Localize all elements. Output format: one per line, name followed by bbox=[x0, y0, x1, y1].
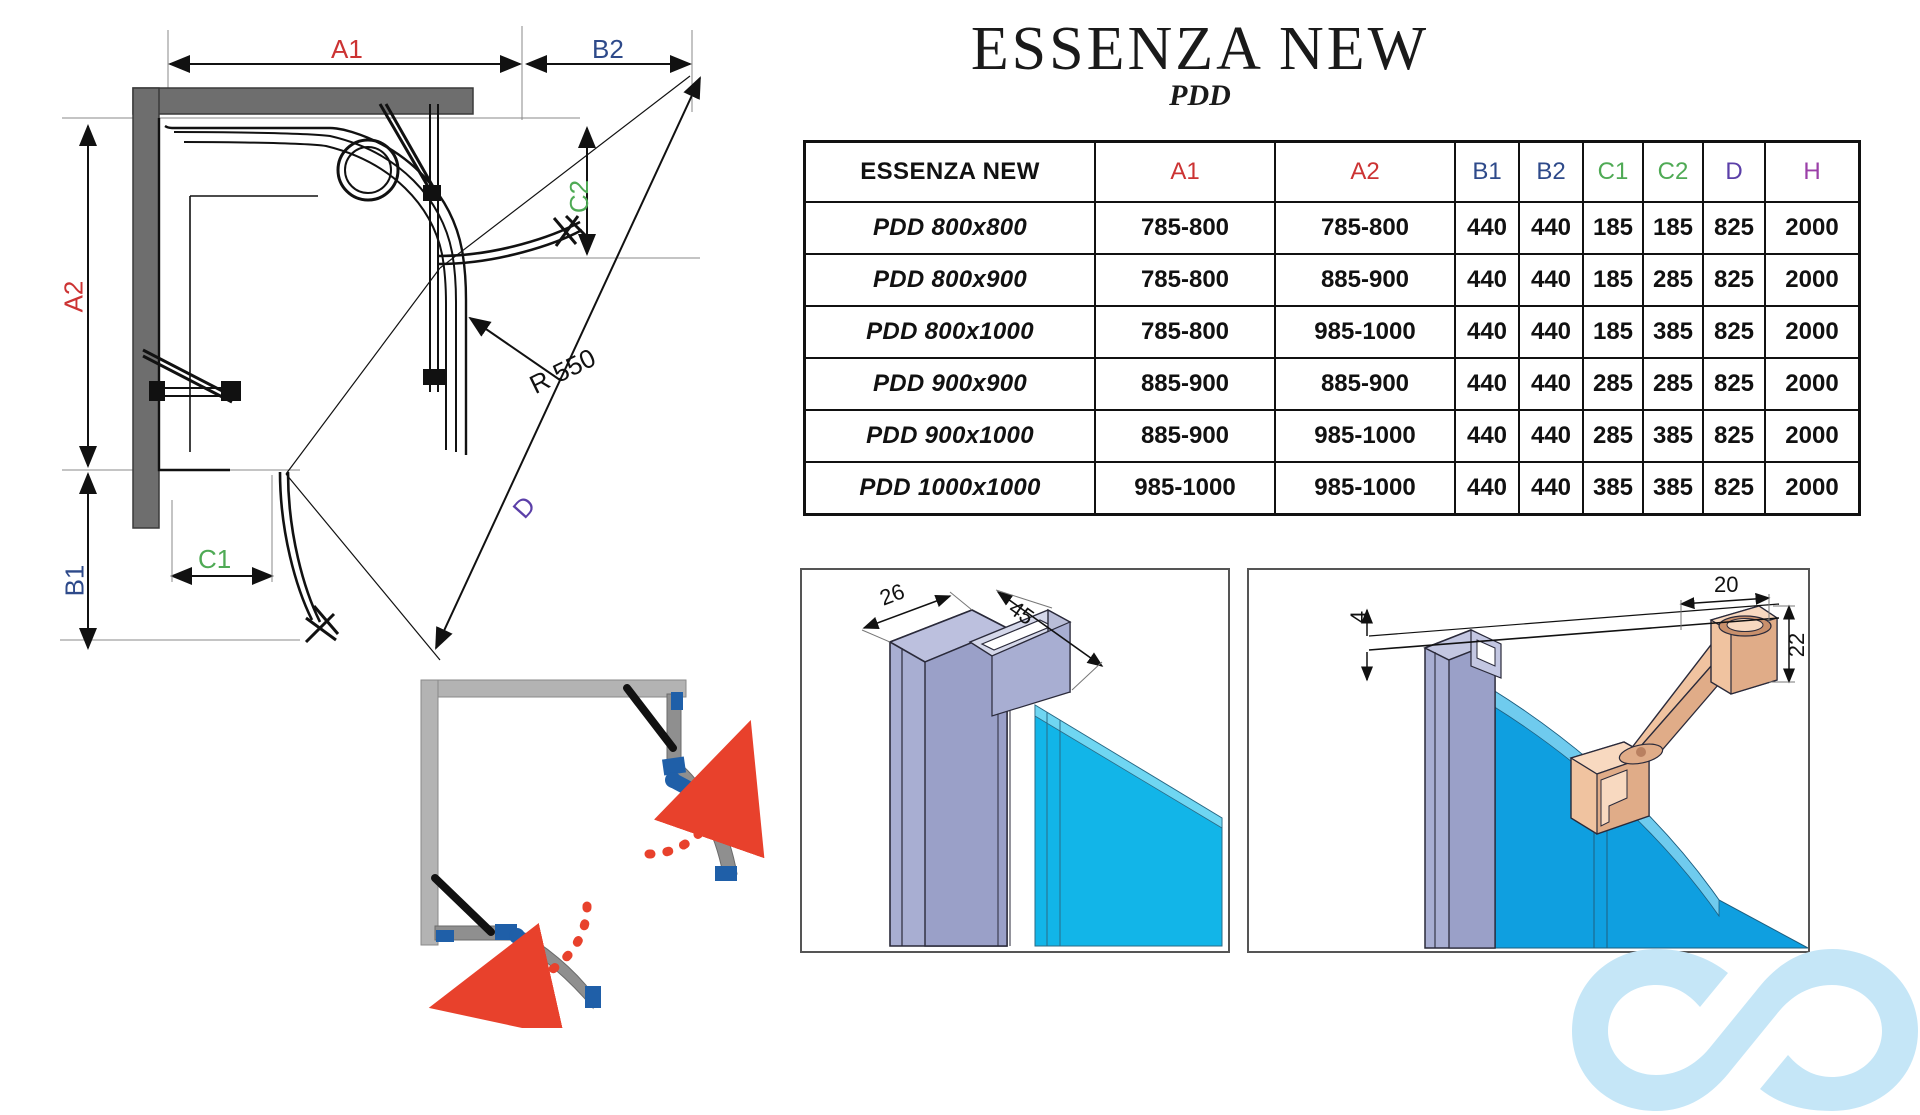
table-cell-c2: 185 bbox=[1642, 201, 1704, 255]
table-cell-c2: 285 bbox=[1642, 253, 1704, 307]
dim-label-c2: C2 bbox=[564, 179, 595, 214]
table-cell-a2: 885-900 bbox=[1274, 357, 1456, 411]
dim-label-4: 4 bbox=[1346, 610, 1372, 624]
table-cell-b1: 440 bbox=[1454, 201, 1520, 255]
detail-hinge-svg bbox=[1361, 592, 1808, 949]
table-cell-a2: 985-1000 bbox=[1274, 305, 1456, 359]
table-cell-b2: 440 bbox=[1518, 305, 1584, 359]
table-cell-b2: 440 bbox=[1518, 253, 1584, 307]
table-cell-a1: 985-1000 bbox=[1094, 461, 1276, 516]
infinity-logo-watermark bbox=[1570, 935, 1920, 1115]
table-header-model: ESSENZA NEW bbox=[803, 140, 1096, 203]
dim-label-c1: C1 bbox=[198, 544, 232, 574]
table-cell-b1: 440 bbox=[1454, 409, 1520, 463]
table-cell-b2: 440 bbox=[1518, 357, 1584, 411]
plan-drawing: A1 B2 A2 B1 C2 C1 R 550 D bbox=[0, 0, 790, 680]
drain-circle bbox=[336, 138, 400, 202]
dim-label-b2: B2 bbox=[592, 34, 624, 64]
table-cell-b1: 440 bbox=[1454, 253, 1520, 307]
table-cell-b1: 440 bbox=[1454, 461, 1520, 516]
table-cell-a1: 885-900 bbox=[1094, 409, 1276, 463]
table-cell-h: 2000 bbox=[1764, 253, 1861, 307]
table-header-c2: C2 bbox=[1642, 140, 1704, 203]
table-cell-b2: 440 bbox=[1518, 409, 1584, 463]
swing-arrow-right bbox=[644, 720, 765, 859]
table-cell-model: PDD 800x900 bbox=[803, 253, 1096, 307]
dim-label-a1: A1 bbox=[331, 34, 363, 64]
table-cell-d: 825 bbox=[1702, 461, 1766, 516]
table-cell-c2: 385 bbox=[1642, 461, 1704, 516]
table-cell-c2: 385 bbox=[1642, 409, 1704, 463]
title-block: ESSENZA NEW PDD bbox=[820, 15, 1580, 113]
table-cell-c1: 185 bbox=[1582, 305, 1644, 359]
table-cell-a2: 785-800 bbox=[1274, 201, 1456, 255]
table-header-h: H bbox=[1764, 140, 1861, 203]
table-cell-h: 2000 bbox=[1764, 357, 1861, 411]
table-cell-c2: 285 bbox=[1642, 357, 1704, 411]
table-cell-model: PDD 800x1000 bbox=[803, 305, 1096, 359]
table-cell-b2: 440 bbox=[1518, 461, 1584, 516]
table-cell-c1: 285 bbox=[1582, 409, 1644, 463]
swing-diagram-svg bbox=[420, 679, 765, 1028]
page-title: ESSENZA NEW bbox=[970, 15, 1430, 83]
specification-table: ESSENZA NEW A1 A2 B1 B2 C1 C2 D H PDD 80… bbox=[803, 140, 1861, 516]
infinity-logo-icon bbox=[1572, 949, 1918, 1111]
table-header-c1: C1 bbox=[1582, 140, 1644, 203]
table-cell-h: 2000 bbox=[1764, 201, 1861, 255]
table-header-a2: A2 bbox=[1274, 140, 1456, 203]
table-header-a1: A1 bbox=[1094, 140, 1276, 203]
table-cell-a2: 885-900 bbox=[1274, 253, 1456, 307]
detail-profile-svg bbox=[861, 589, 1223, 947]
table-cell-d: 825 bbox=[1702, 305, 1766, 359]
table-cell-a2: 985-1000 bbox=[1274, 461, 1456, 516]
table-cell-h: 2000 bbox=[1764, 305, 1861, 359]
detail-panel-hinge: 4 20 22 bbox=[1247, 568, 1810, 953]
table-cell-model: PDD 900x1000 bbox=[803, 409, 1096, 463]
table-cell-d: 825 bbox=[1702, 201, 1766, 255]
table-cell-c1: 285 bbox=[1582, 357, 1644, 411]
table-cell-c1: 385 bbox=[1582, 461, 1644, 516]
table-cell-a1: 785-800 bbox=[1094, 305, 1276, 359]
table-cell-d: 825 bbox=[1702, 357, 1766, 411]
table-cell-c1: 185 bbox=[1582, 201, 1644, 255]
table-cell-h: 2000 bbox=[1764, 409, 1861, 463]
table-cell-model: PDD 800x800 bbox=[803, 201, 1096, 255]
table-cell-a1: 885-900 bbox=[1094, 357, 1276, 411]
table-header-b2: B2 bbox=[1518, 140, 1584, 203]
dim-label-b1: B1 bbox=[59, 564, 90, 597]
door-assembly-right bbox=[623, 684, 738, 881]
table-header-b1: B1 bbox=[1454, 140, 1520, 203]
table-cell-a1: 785-800 bbox=[1094, 253, 1276, 307]
dim-label-22: 22 bbox=[1784, 632, 1810, 658]
table-header-d: D bbox=[1702, 140, 1766, 203]
table-cell-model: PDD 1000x1000 bbox=[803, 461, 1096, 516]
table-cell-c1: 185 bbox=[1582, 253, 1644, 307]
dim-label-a2: A2 bbox=[58, 280, 89, 313]
table-cell-c2: 385 bbox=[1642, 305, 1704, 359]
dim-label-20: 20 bbox=[1714, 572, 1739, 597]
detail-panel-profile: 26 45 bbox=[800, 568, 1230, 953]
table-cell-model: PDD 900x900 bbox=[803, 357, 1096, 411]
table-cell-d: 825 bbox=[1702, 253, 1766, 307]
table-cell-b1: 440 bbox=[1454, 357, 1520, 411]
page-subtitle: PDD bbox=[1169, 79, 1231, 113]
hinge-hardware bbox=[1569, 605, 1779, 835]
table-cell-b1: 440 bbox=[1454, 305, 1520, 359]
door-swing-diagram bbox=[395, 648, 795, 1028]
table-header-row: ESSENZA NEW A1 A2 B1 B2 C1 C2 D H bbox=[803, 140, 1861, 203]
swing-arrow-bottom bbox=[428, 901, 592, 1028]
table-cell-a2: 985-1000 bbox=[1274, 409, 1456, 463]
plan-drawing-svg bbox=[60, 26, 701, 661]
table-cell-b2: 440 bbox=[1518, 201, 1584, 255]
table-cell-a1: 785-800 bbox=[1094, 201, 1276, 255]
table-cell-d: 825 bbox=[1702, 409, 1766, 463]
table-cell-h: 2000 bbox=[1764, 461, 1861, 516]
